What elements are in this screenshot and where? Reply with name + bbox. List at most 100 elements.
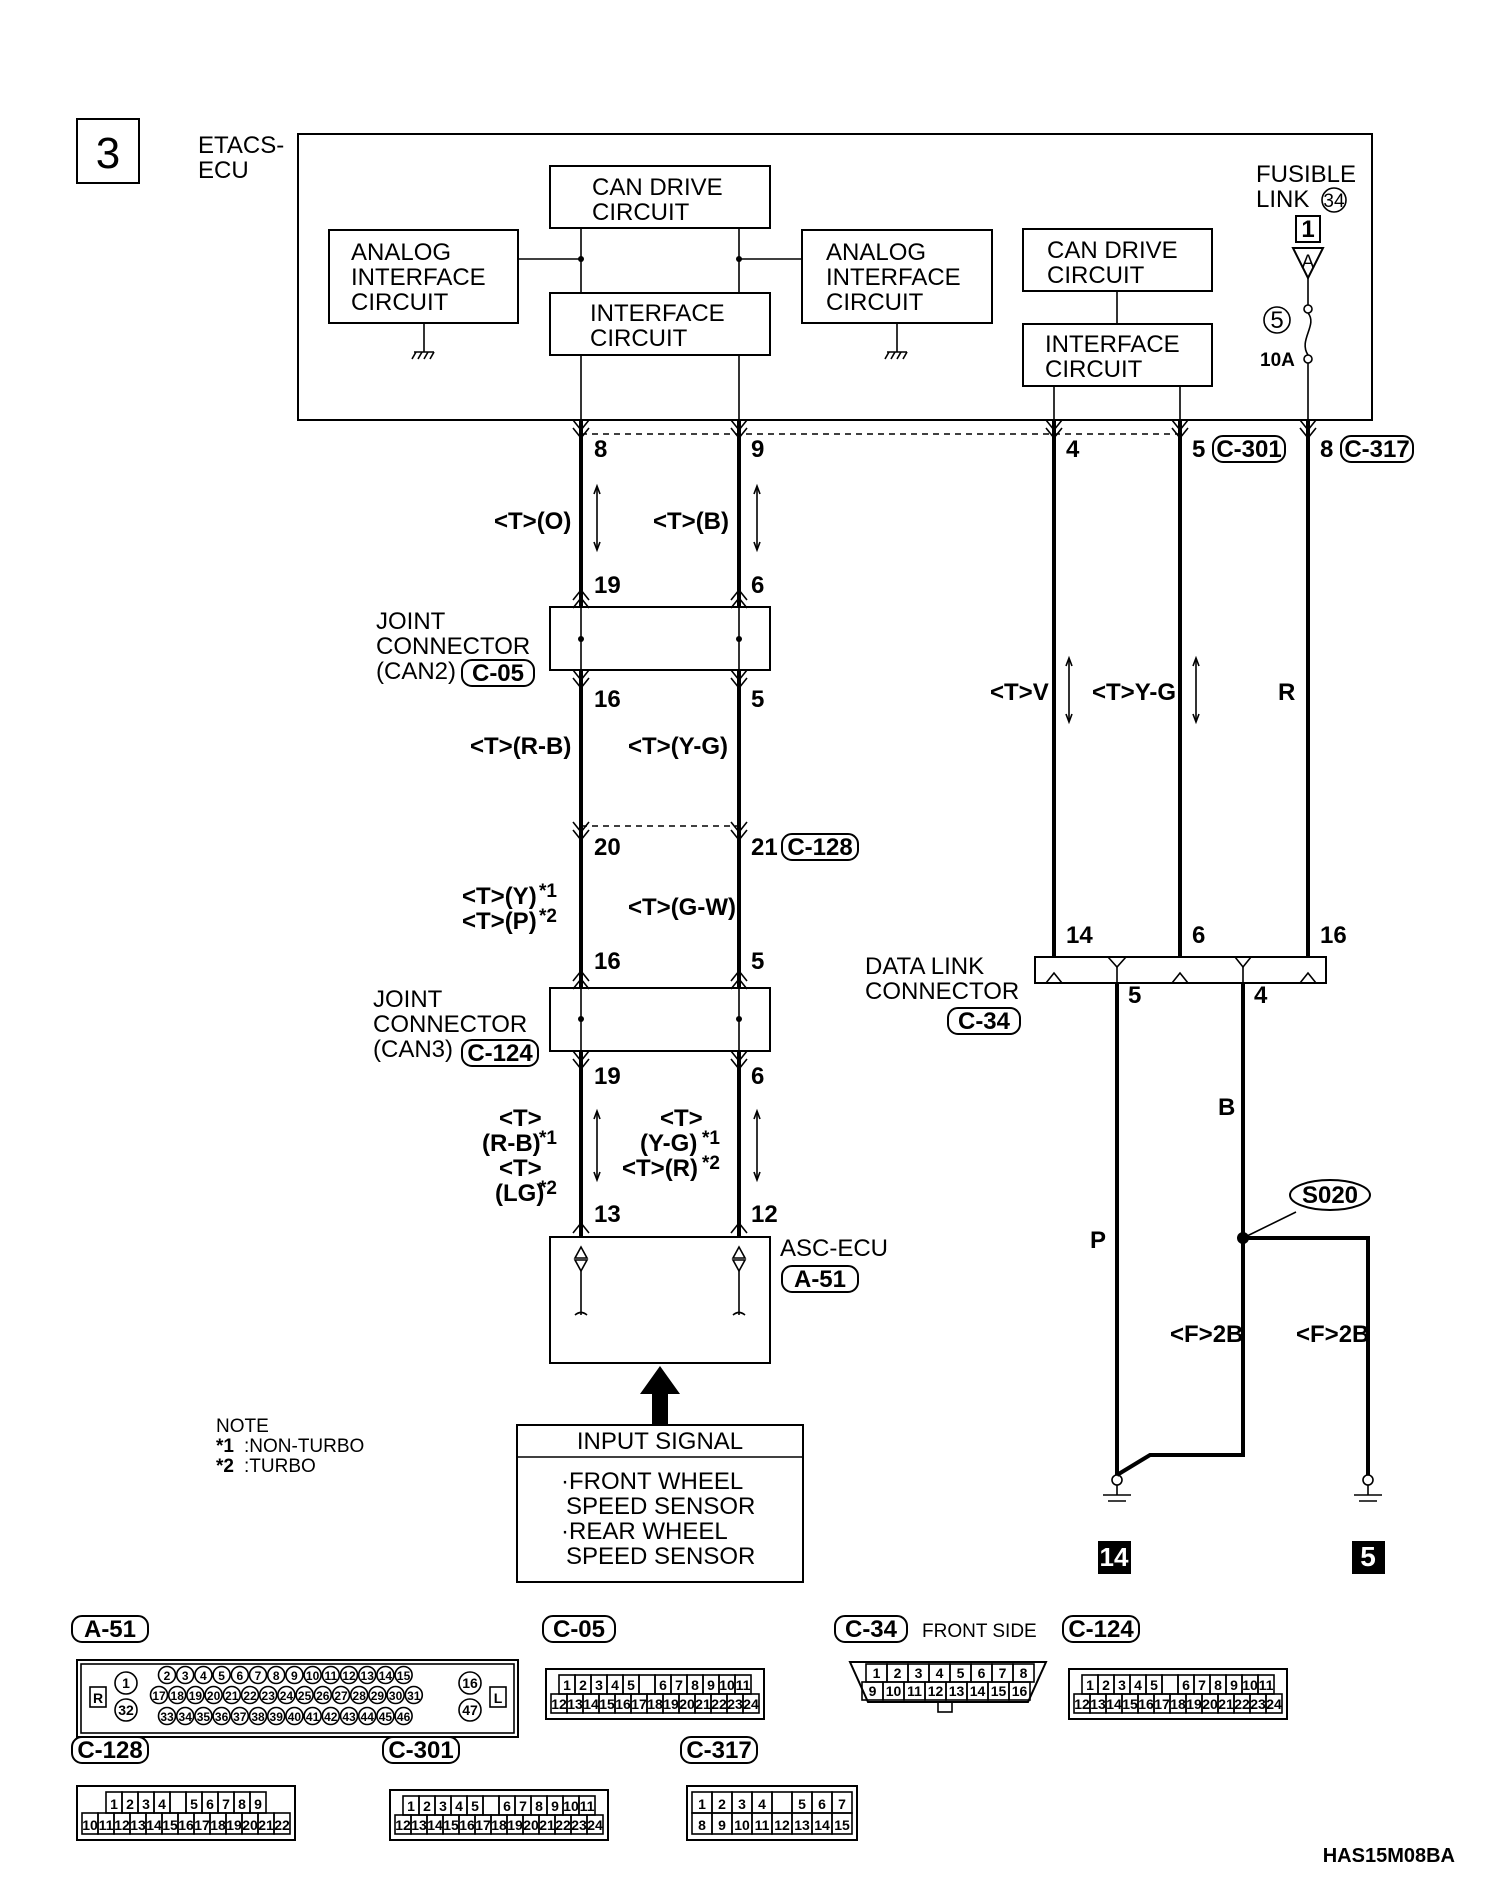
a51-pin-number: 24 bbox=[280, 1689, 294, 1703]
a51-side-pin bbox=[458, 1671, 482, 1695]
a51-pin-number: 15 bbox=[397, 1669, 411, 1683]
input-signal-line3: ·REAR WHEEL bbox=[561, 1518, 728, 1545]
connector-pin-number: 22 bbox=[555, 1817, 571, 1833]
pin-5: 5 bbox=[1192, 436, 1205, 463]
view-c128-ref-text: C-128 bbox=[77, 1737, 142, 1764]
twist-arrow-5 bbox=[1065, 655, 1073, 725]
view-ref-c124 bbox=[1062, 1615, 1140, 1643]
connector-pin-number: 15 bbox=[1122, 1696, 1138, 1712]
star2-marker-a: *2 bbox=[539, 906, 557, 927]
a51-pin bbox=[157, 1706, 177, 1726]
a51-pin-number: 2 bbox=[164, 1669, 171, 1683]
wire-label-r: <T>(R) bbox=[622, 1155, 698, 1182]
connector-cell bbox=[273, 1812, 291, 1835]
connector-pin-number: 1 bbox=[407, 1798, 415, 1814]
connector-pin-number: 7 bbox=[1198, 1677, 1206, 1693]
ground-number-5: 5 bbox=[1360, 1541, 1376, 1572]
fusible-link-triangle bbox=[1291, 247, 1325, 281]
connector-pin-number: 14 bbox=[1106, 1696, 1122, 1712]
twist-arrow-6 bbox=[1192, 655, 1200, 725]
a51-pin-number: 44 bbox=[361, 1710, 375, 1724]
connector-pin-number: 8 bbox=[698, 1817, 706, 1833]
connector-ref-c124 bbox=[461, 1039, 539, 1067]
joint-connector-can3 bbox=[549, 987, 771, 1052]
a51-side-pin-number: 32 bbox=[118, 1702, 134, 1718]
dlc-pin-number: 6 bbox=[978, 1665, 986, 1681]
connector-pin-number: 6 bbox=[659, 1677, 667, 1693]
star1-marker-c: *1 bbox=[702, 1128, 720, 1149]
joint-connector-can2 bbox=[549, 606, 771, 671]
dlc-pin-number: 12 bbox=[928, 1683, 944, 1699]
connector-pin-number: 23 bbox=[1250, 1696, 1266, 1712]
a51-pin-number: 38 bbox=[251, 1710, 265, 1724]
a51-pin bbox=[313, 1685, 333, 1705]
a51-pin bbox=[303, 1665, 322, 1685]
connector-pin-number: 2 bbox=[579, 1677, 587, 1693]
connector-ref-c05 bbox=[461, 659, 535, 687]
wire-label-p: <T>(P) bbox=[462, 908, 537, 935]
wire-label-r-b-2: (R-B) bbox=[482, 1130, 541, 1157]
pin-4: 4 bbox=[1066, 436, 1080, 463]
connector-pin-number: 15 bbox=[834, 1817, 850, 1833]
connector-ref-a51 bbox=[781, 1265, 859, 1293]
a51-pin-number: 37 bbox=[233, 1710, 247, 1724]
connector-pin-number: 22 bbox=[711, 1696, 727, 1712]
connector-pin-number: 20 bbox=[523, 1817, 539, 1833]
wire-f2b-ground bbox=[1243, 1236, 1370, 1475]
connector-pin-number: 22 bbox=[1234, 1696, 1250, 1712]
connector-pin-number: 9 bbox=[1230, 1677, 1238, 1693]
connector-pin-number: 12 bbox=[395, 1817, 411, 1833]
a51-pin-number: 20 bbox=[207, 1689, 221, 1703]
a51-pin-number: 28 bbox=[353, 1689, 367, 1703]
connector-pin-number: 8 bbox=[1214, 1677, 1222, 1693]
connector-pin-number: 8 bbox=[238, 1796, 246, 1812]
connector-pin-number: 21 bbox=[258, 1817, 274, 1833]
connector-pin-number: 21 bbox=[539, 1817, 555, 1833]
connector-ref-c34 bbox=[947, 1007, 1021, 1035]
connector-pin-number: 17 bbox=[631, 1696, 647, 1712]
a51-pin-number: 30 bbox=[389, 1689, 403, 1703]
connector-pin-number: 23 bbox=[727, 1696, 743, 1712]
asc-ecu-label: ASC-ECU bbox=[780, 1235, 888, 1262]
connector-pin-number: 11 bbox=[736, 1677, 751, 1693]
wire-label-g-w: <T>(G-W) bbox=[628, 894, 736, 921]
connector-pin-number: 19 bbox=[507, 1817, 523, 1833]
a51-pin bbox=[376, 1706, 395, 1726]
asc-ecu-box bbox=[549, 1236, 771, 1364]
pin-4c: 4 bbox=[1254, 982, 1268, 1009]
a51-pin-number: 23 bbox=[262, 1689, 276, 1703]
a51-pin-number: 46 bbox=[397, 1710, 411, 1724]
a51-pin-number: 18 bbox=[171, 1689, 185, 1703]
connector-cell bbox=[1265, 1693, 1283, 1714]
connector-pin-number: 14 bbox=[427, 1817, 443, 1833]
connector-pin-number: 22 bbox=[274, 1817, 290, 1833]
connector-pin-number: 8 bbox=[691, 1677, 699, 1693]
a51-side-pin bbox=[114, 1698, 138, 1722]
analog-right-line1: ANALOG bbox=[826, 239, 926, 266]
fusible-link-label-2: LINK bbox=[1256, 186, 1309, 213]
analog-left-line3: CIRCUIT bbox=[351, 289, 449, 316]
connector-pin-number: 1 bbox=[563, 1677, 571, 1693]
a51-pin-number: 12 bbox=[342, 1669, 356, 1683]
fuse-rating: 10A bbox=[1260, 350, 1295, 371]
view-ref-c317 bbox=[680, 1736, 758, 1764]
connector-pin-number: 6 bbox=[503, 1798, 511, 1814]
connector-pin-number: 4 bbox=[1134, 1677, 1142, 1693]
a51-pin bbox=[368, 1685, 387, 1705]
a51-pin-number: 45 bbox=[379, 1710, 393, 1724]
connector-pin-number: 1 bbox=[110, 1796, 118, 1812]
a51-pin bbox=[175, 1706, 195, 1726]
c128-ref-text: C-128 bbox=[787, 834, 852, 861]
a51-pin bbox=[248, 1665, 268, 1685]
a51-pin bbox=[266, 1706, 286, 1726]
wire-label-r-b: <T>(R-B) bbox=[470, 733, 571, 760]
a51-pin bbox=[404, 1685, 424, 1705]
pin-9: 9 bbox=[751, 436, 764, 463]
connector-pin-number: 13 bbox=[411, 1817, 427, 1833]
interface-2-line2: CIRCUIT bbox=[1045, 356, 1143, 383]
fusible-link-number-circle bbox=[1321, 187, 1347, 213]
a51-pin bbox=[258, 1685, 278, 1705]
a51-side-pin-number: 47 bbox=[462, 1702, 478, 1718]
